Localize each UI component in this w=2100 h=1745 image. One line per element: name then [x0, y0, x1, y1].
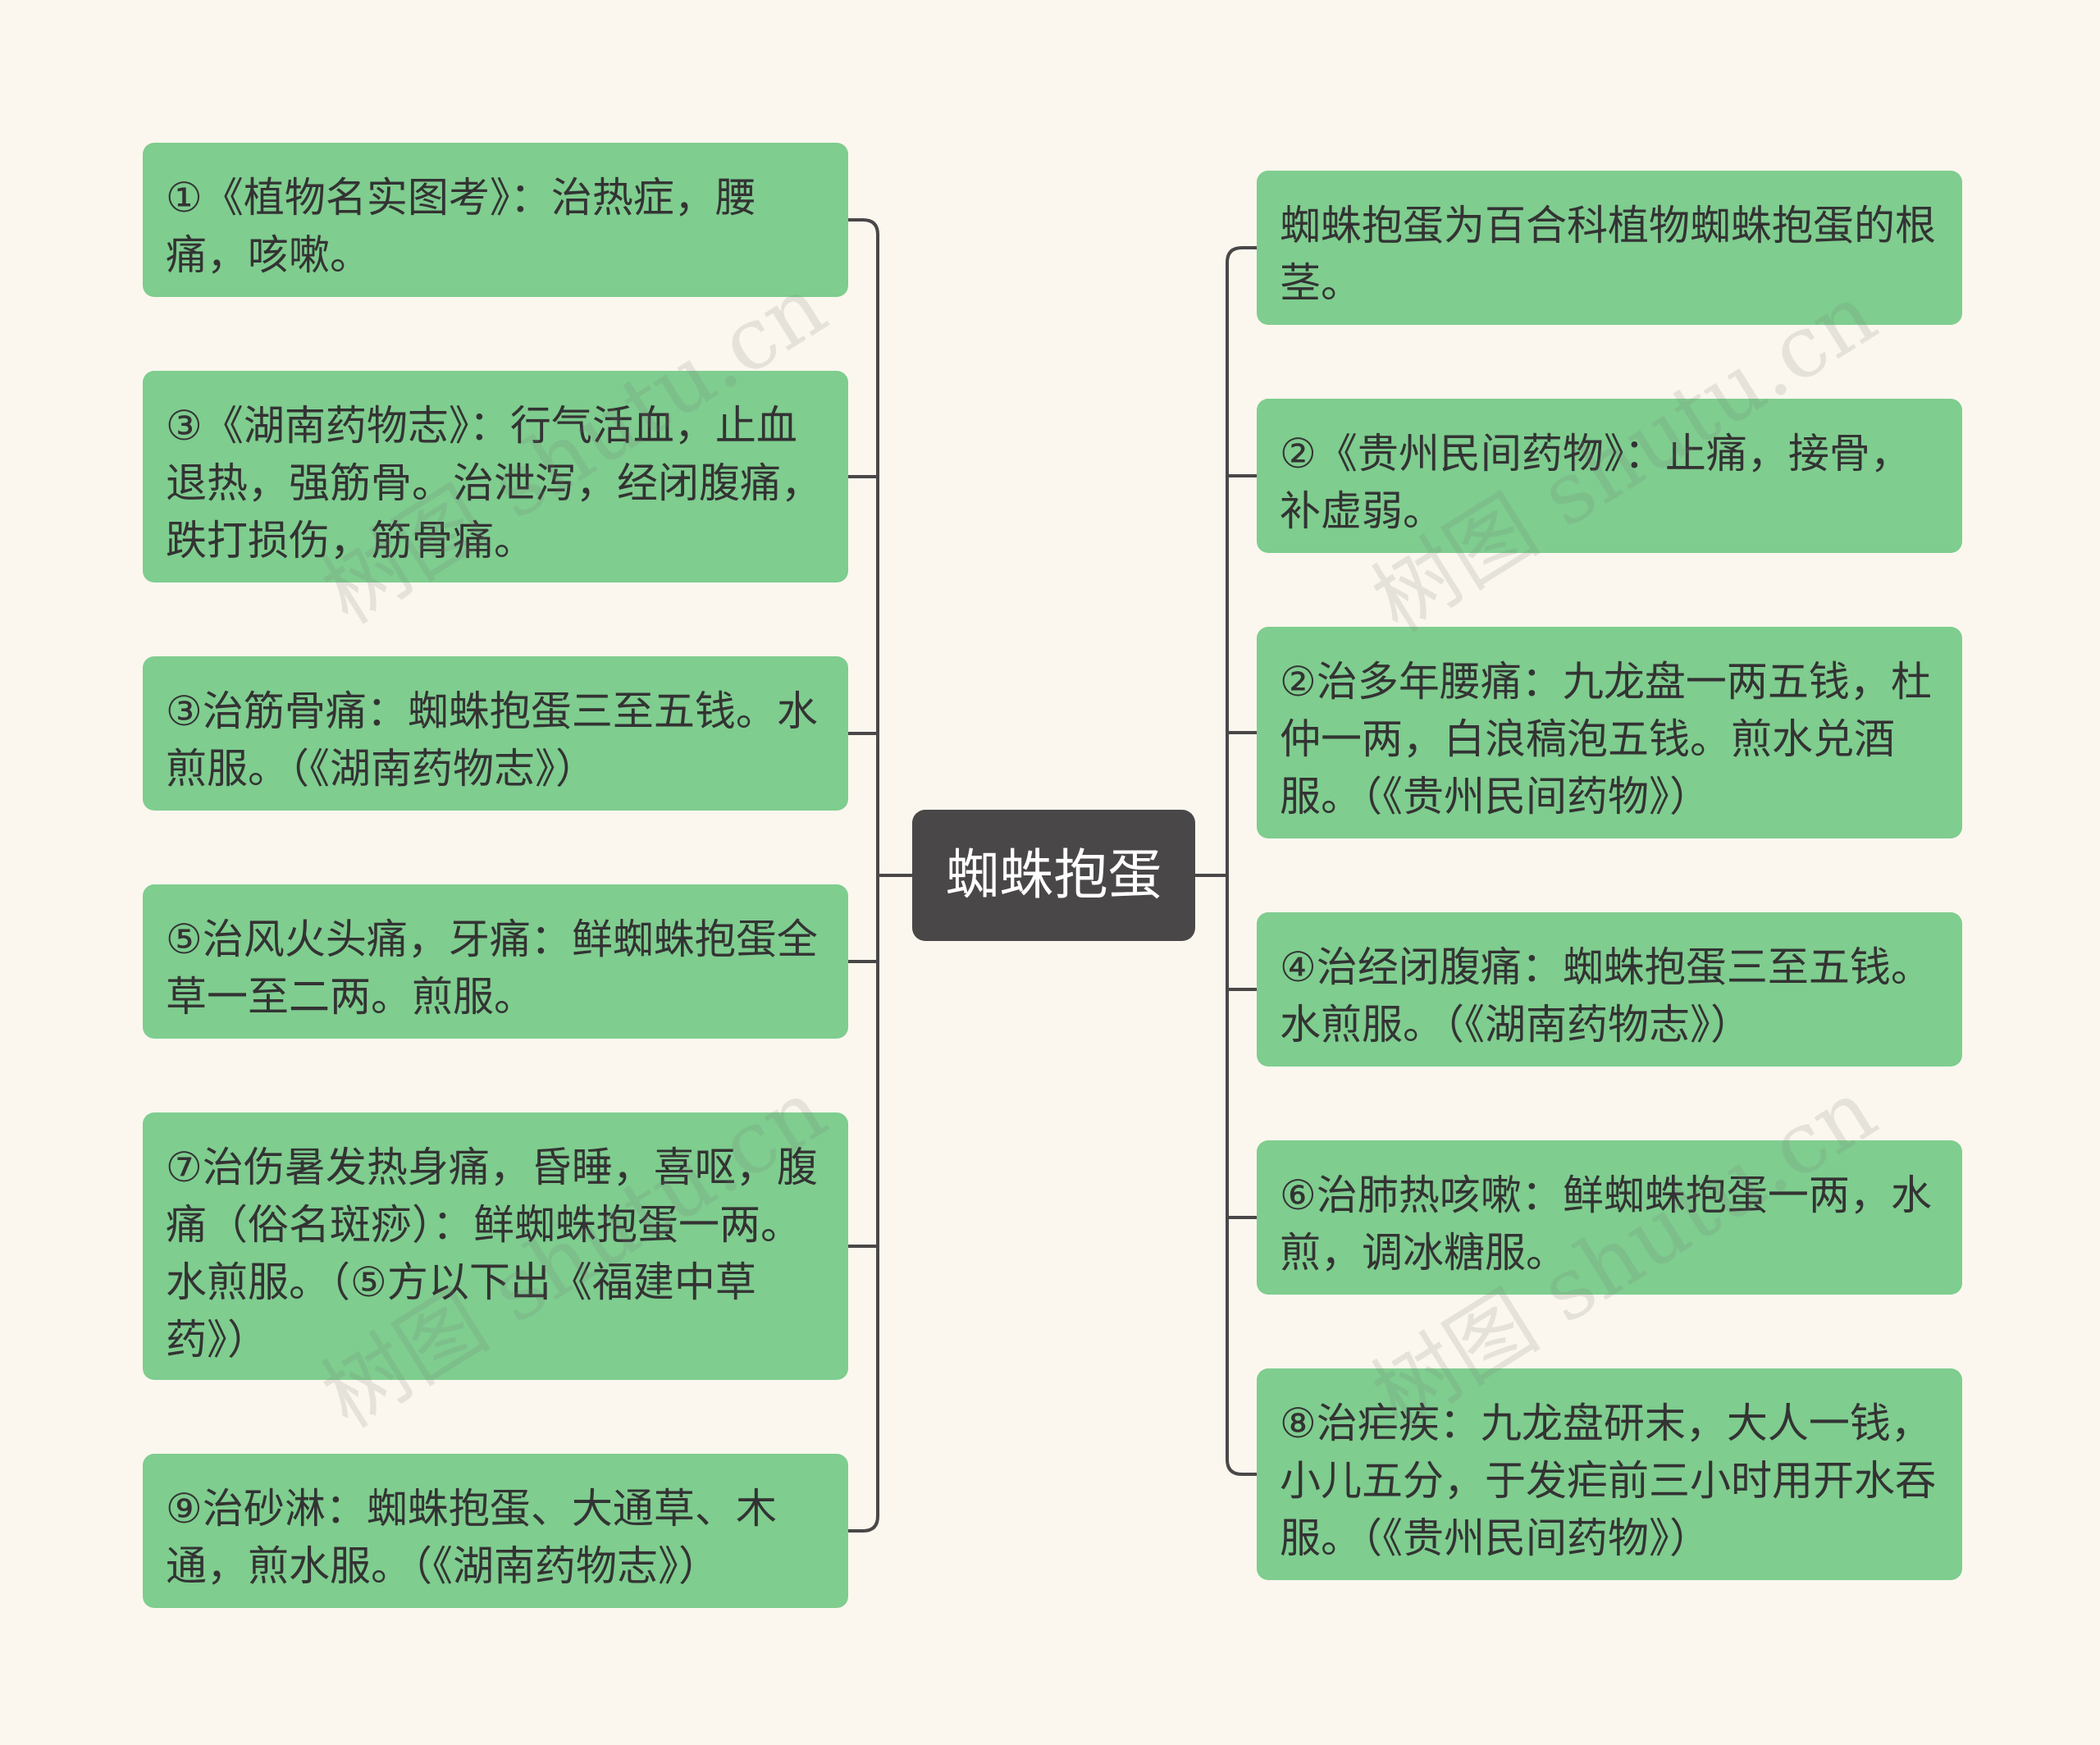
left-branch-line	[848, 218, 879, 235]
left-node-4[interactable]: ⑤治风火头痛，牙痛：鲜蜘蛛抱蛋全草一至二两。煎服。	[143, 884, 848, 1039]
left-branch-line	[848, 1515, 879, 1533]
right-node-5-text: ⑥治肺热咳嗽：鲜蜘蛛抱蛋一两，水煎，调冰糖服。	[1280, 1172, 1932, 1277]
right-node-3-text: ②治多年腰痛：九龙盘一两五钱，杜仲一两，白浪稿泡五钱。煎水兑酒服。（《贵州民间药…	[1280, 658, 1932, 820]
right-node-2-text: ②《贵州民间药物》：止痛，接骨，补虚弱。	[1280, 430, 1911, 535]
left-node-2[interactable]: ③《湖南药物志》：行气活血，止血退热，强筋骨。治泄泻，经闭腹痛，跌打损伤，筋骨痛…	[143, 371, 848, 582]
right-node-5[interactable]: ⑥治肺热咳嗽：鲜蜘蛛抱蛋一两，水煎，调冰糖服。	[1257, 1140, 1962, 1295]
left-node-1[interactable]: ①《植物名实图考》：治热症，腰痛，咳嗽。	[143, 143, 848, 297]
center-topic[interactable]: 蜘蛛抱蛋	[912, 810, 1195, 941]
left-node-5[interactable]: ⑦治伤暑发热身痛，昏睡，喜呕，腹痛（俗名斑痧）：鲜蜘蛛抱蛋一两。水煎服。（⑤方以…	[143, 1112, 848, 1380]
center-topic-label: 蜘蛛抱蛋	[945, 843, 1162, 907]
right-node-2[interactable]: ②《贵州民间药物》：止痛，接骨，补虚弱。	[1257, 399, 1962, 553]
left-node-3[interactable]: ③治筋骨痛：蜘蛛抱蛋三至五钱。水煎服。（《湖南药物志》）	[143, 656, 848, 811]
right-node-4[interactable]: ④治经闭腹痛：蜘蛛抱蛋三至五钱。水煎服。（《湖南药物志》）	[1257, 912, 1962, 1067]
left-node-1-text: ①《植物名实图考》：治热症，腰痛，咳嗽。	[166, 174, 756, 279]
left-node-6[interactable]: ⑨治砂淋：蜘蛛抱蛋、大通草、木通，煎水服。（《湖南药物志》）	[143, 1454, 848, 1608]
right-node-3[interactable]: ②治多年腰痛：九龙盘一两五钱，杜仲一两，白浪稿泡五钱。煎水兑酒服。（《贵州民间药…	[1257, 627, 1962, 838]
right-node-1-text: 蜘蛛抱蛋为百合科植物蜘蛛抱蛋的根茎。	[1280, 202, 1936, 307]
left-node-3-text: ③治筋骨痛：蜘蛛抱蛋三至五钱。水煎服。（《湖南药物志》）	[166, 687, 818, 793]
left-node-4-text: ⑤治风火头痛，牙痛：鲜蜘蛛抱蛋全草一至二两。煎服。	[166, 916, 818, 1021]
left-node-6-text: ⑨治砂淋：蜘蛛抱蛋、大通草、木通，煎水服。（《湖南药物志》）	[166, 1485, 777, 1590]
left-node-5-text: ⑦治伤暑发热身痛，昏睡，喜呕，腹痛（俗名斑痧）：鲜蜘蛛抱蛋一两。水煎服。（⑤方以…	[166, 1144, 818, 1364]
right-node-1[interactable]: 蜘蛛抱蛋为百合科植物蜘蛛抱蛋的根茎。	[1257, 171, 1962, 325]
right-branch-line	[1226, 246, 1257, 263]
left-node-2-text: ③《湖南药物志》：行气活血，止血退热，强筋骨。治泄泻，经闭腹痛，跌打损伤，筋骨痛…	[166, 402, 822, 564]
right-node-4-text: ④治经闭腹痛：蜘蛛抱蛋三至五钱。水煎服。（《湖南药物志》）	[1280, 943, 1932, 1048]
right-branch-line	[1226, 1459, 1257, 1476]
right-node-6-text: ⑧治疟疾：九龙盘研末，大人一钱，小儿五分，于发疟前三小时用开水吞服。（《贵州民间…	[1280, 1400, 1936, 1562]
right-node-6[interactable]: ⑧治疟疾：九龙盘研末，大人一钱，小儿五分，于发疟前三小时用开水吞服。（《贵州民间…	[1257, 1368, 1962, 1580]
